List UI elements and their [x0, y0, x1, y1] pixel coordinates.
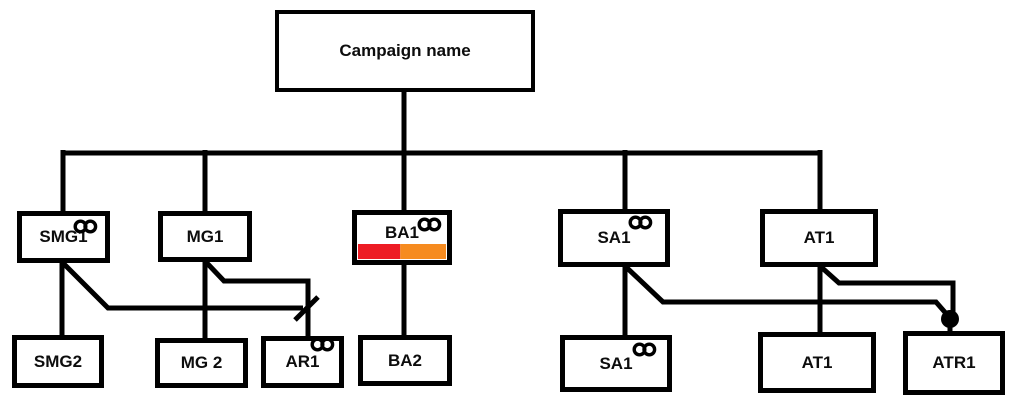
node-at1-label: AT1 [803, 228, 835, 247]
node-ba1-label: BA1 [384, 222, 419, 242]
node-ba2: BA2 [358, 335, 452, 386]
node-ar1-label: AR1 [285, 352, 320, 371]
junction-dot-icon [941, 310, 959, 328]
node-smg1-label: SMG1 [39, 227, 88, 246]
node-campaign: Campaign name [275, 10, 535, 92]
node-at1-child-label: AT1 [801, 352, 833, 372]
node-sa1: SA1 [558, 209, 670, 267]
node-at1: AT1 [760, 209, 878, 267]
node-ba1: BA1 [352, 210, 452, 265]
connector-sa1-atr1 [623, 264, 952, 320]
node-sa1-label: SA1 [597, 228, 631, 247]
progress-bar [358, 244, 446, 259]
node-smg2: SMG2 [12, 335, 104, 388]
node-at1-child: AT1 [758, 332, 876, 393]
node-sa1-child-label: SA1 [599, 353, 633, 373]
link-icon [632, 342, 657, 357]
link-icon [628, 215, 653, 230]
progress-bar-orange-segment [400, 244, 446, 259]
node-ba2-label: BA2 [387, 350, 422, 370]
node-sa1-child: SA1 [560, 335, 672, 392]
progress-bar-red-segment [358, 244, 401, 259]
connector-smg1-elbow [60, 260, 303, 311]
node-mg1: MG1 [158, 211, 252, 262]
break-slash-icon [293, 295, 320, 322]
node-mg2-label: MG 2 [180, 353, 223, 372]
node-ar1: AR1 [261, 336, 344, 388]
link-icon [73, 219, 98, 234]
node-smg2-label: SMG2 [33, 351, 83, 371]
node-mg1-label: MG1 [186, 226, 224, 246]
link-icon [417, 217, 442, 232]
node-smg1: SMG1 [17, 211, 110, 263]
node-atr1: ATR1 [903, 331, 1005, 395]
node-campaign-label: Campaign name [339, 41, 471, 60]
node-mg2: MG 2 [155, 338, 248, 388]
connector-mg1-ar1 [203, 259, 311, 337]
link-icon [310, 337, 335, 352]
node-atr1-label: ATR1 [932, 353, 976, 372]
connector-at1-atr1 [818, 264, 956, 315]
